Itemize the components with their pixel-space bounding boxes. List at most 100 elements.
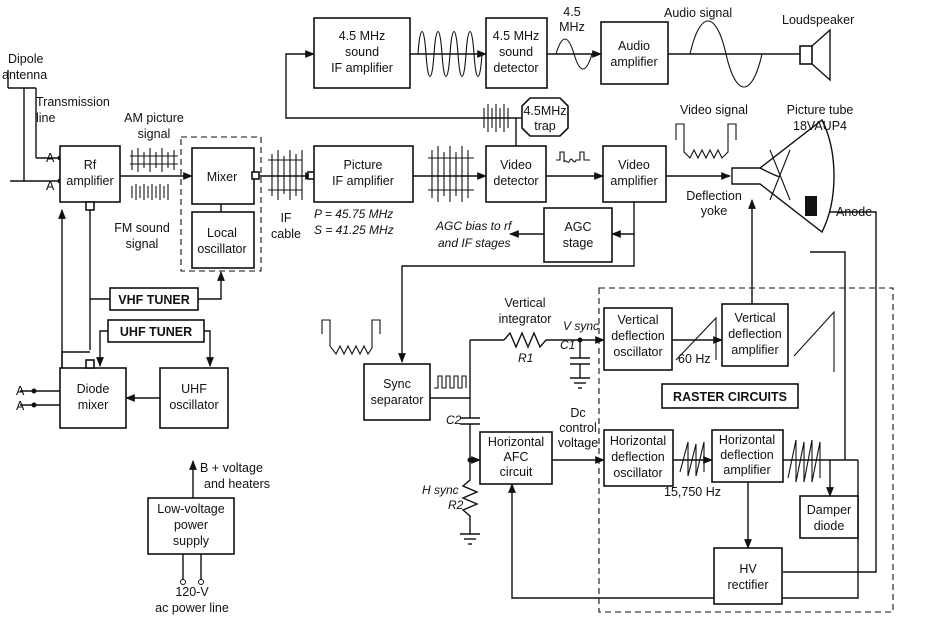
agc-stage-block bbox=[543, 207, 613, 263]
video-sync-waveform bbox=[321, 319, 381, 356]
transmission-line-label-1: Transmission bbox=[36, 95, 110, 109]
sound-if-label-2: sound bbox=[345, 45, 379, 59]
h-osc-label-1: Horizontal bbox=[610, 434, 666, 448]
v-amp-label-1: Vertical bbox=[735, 311, 776, 325]
sync-pulse-waveform bbox=[434, 375, 467, 389]
vertical-output-waveform bbox=[793, 310, 835, 372]
vertical-integrator-label-2: integrator bbox=[499, 312, 552, 326]
h-amp-label-3: amplifier bbox=[723, 463, 770, 477]
sixty-hz-label: 60 Hz bbox=[678, 352, 711, 366]
am-picture-label-1: AM picture bbox=[124, 111, 184, 125]
ac-line-label-2: ac power line bbox=[155, 601, 229, 615]
audio-signal-label: Audio signal bbox=[664, 6, 732, 20]
h-osc-label-3: oscillator bbox=[613, 466, 662, 480]
video-detector-block bbox=[485, 145, 547, 203]
vhf-tuner-label-box bbox=[109, 287, 199, 311]
uhf-osc-label-2: oscillator bbox=[169, 398, 218, 412]
horizontal-osc-block bbox=[603, 429, 674, 487]
loudspeaker-label: Loudspeaker bbox=[782, 13, 854, 27]
vertical-osc-block bbox=[603, 307, 673, 371]
picture-tube bbox=[731, 118, 835, 234]
h-sync-label: H sync bbox=[422, 483, 459, 497]
video-amp-label-1: Video bbox=[618, 158, 650, 172]
v-amp-label-2: deflection bbox=[728, 327, 782, 341]
deflection-yoke-label-1: Deflection bbox=[686, 189, 742, 203]
uhf-oscillator-block bbox=[159, 367, 229, 429]
deflection-yoke-label-2: yoke bbox=[701, 204, 727, 218]
video-waveform bbox=[675, 123, 737, 160]
fm-sound-label-1: FM sound bbox=[114, 221, 170, 235]
c1-label: C1 bbox=[560, 338, 575, 352]
sync-sep-label-1: Sync bbox=[383, 377, 411, 391]
sound-if-label-1: 4.5 MHz bbox=[339, 29, 386, 43]
transmission-line-label-2: line bbox=[36, 111, 56, 125]
hv-label-2: rectifier bbox=[728, 578, 769, 592]
v-amp-label-3: amplifier bbox=[731, 343, 778, 357]
sound-detector-block bbox=[485, 17, 548, 89]
diode-mixer-label-2: mixer bbox=[78, 398, 109, 412]
hv-label-1: HV bbox=[739, 562, 757, 576]
fm-sound-label-2: signal bbox=[126, 237, 159, 251]
four-five-mhz-waveform bbox=[555, 38, 593, 70]
sound-detector-label-2: sound bbox=[499, 45, 533, 59]
picture-tube-label-2: 18VAUP4 bbox=[793, 119, 847, 133]
if-cable-waveform bbox=[268, 150, 303, 200]
hv-rectifier-block bbox=[713, 547, 783, 605]
damper-label-1: Damper bbox=[807, 503, 851, 517]
vertical-integrator-label-1: Vertical bbox=[505, 296, 546, 310]
ac-line-label-1: 120-V bbox=[175, 585, 209, 599]
low-voltage-supply-block bbox=[147, 497, 235, 555]
rf-amplifier-label-1: Rf bbox=[84, 158, 97, 172]
h-afc-label-1: Horizontal bbox=[488, 435, 544, 449]
vhf-tuner-label: VHF TUNER bbox=[118, 293, 190, 307]
if-cable-label-2: cable bbox=[271, 227, 301, 241]
video-amplifier-block bbox=[602, 145, 667, 203]
audio-waveform bbox=[689, 20, 763, 88]
dc-control-label-2: control bbox=[559, 421, 597, 435]
sound-if-block bbox=[313, 17, 411, 89]
a-bottom-label: A bbox=[46, 179, 55, 193]
raster-circuits-label: RASTER CIRCUITS bbox=[673, 390, 787, 404]
mixer-block bbox=[191, 147, 255, 205]
video-signal-label: Video signal bbox=[680, 103, 748, 117]
h-afc-label-3: circuit bbox=[500, 465, 533, 479]
agc-bias-label-1: AGC bias to rf bbox=[435, 219, 513, 233]
v-osc-label-2: deflection bbox=[611, 329, 665, 343]
video-amp-label-2: amplifier bbox=[610, 174, 657, 188]
loudspeaker-icon bbox=[799, 28, 831, 82]
v-sync-label: V sync bbox=[563, 319, 599, 333]
h-amp-label-2: deflection bbox=[720, 448, 774, 462]
uhf-tuner-label-box bbox=[107, 319, 205, 343]
a-uhf-label-1: A bbox=[16, 384, 25, 398]
if-cable-label-1: IF bbox=[280, 211, 291, 225]
a-uhf-label-2: A bbox=[16, 399, 25, 413]
detector-output-waveform bbox=[556, 151, 590, 163]
local-osc-label-2: oscillator bbox=[197, 242, 246, 256]
am-picture-waveform bbox=[130, 148, 178, 172]
agc-label-1: AGC bbox=[564, 220, 591, 234]
lv-supply-label-3: supply bbox=[173, 534, 210, 548]
agc-bias-label-2: and IF stages bbox=[438, 236, 511, 250]
sync-sep-label-2: separator bbox=[371, 393, 424, 407]
picture-if-label-1: Picture bbox=[344, 158, 383, 172]
dipole-label-1: Dipole bbox=[8, 52, 43, 66]
rf-amplifier-label-2: amplifier bbox=[66, 174, 113, 188]
am-picture-label-2: signal bbox=[138, 127, 171, 141]
lv-supply-label-2: power bbox=[174, 518, 208, 532]
vhf-tuner-region bbox=[180, 136, 262, 272]
h-amp-label-1: Horizontal bbox=[719, 433, 775, 447]
v-osc-label-3: oscillator bbox=[613, 345, 662, 359]
r2-label: R2 bbox=[448, 498, 464, 512]
v-osc-label-1: Vertical bbox=[618, 313, 659, 327]
raster-circuits-region bbox=[598, 287, 894, 613]
damper-diode-block bbox=[799, 495, 859, 539]
fm-sound-waveform bbox=[131, 184, 169, 200]
trap-label-1: 4.5MHz bbox=[523, 104, 566, 118]
sound-detector-label-3: detector bbox=[493, 61, 538, 75]
audio-amp-label-2: amplifier bbox=[610, 55, 657, 69]
four-five-mhz-label-2: MHz bbox=[559, 20, 585, 34]
p-frequency-label: P = 45.75 MHz bbox=[314, 207, 393, 221]
picture-if-block bbox=[313, 145, 414, 203]
sync-separator-block bbox=[363, 363, 431, 421]
